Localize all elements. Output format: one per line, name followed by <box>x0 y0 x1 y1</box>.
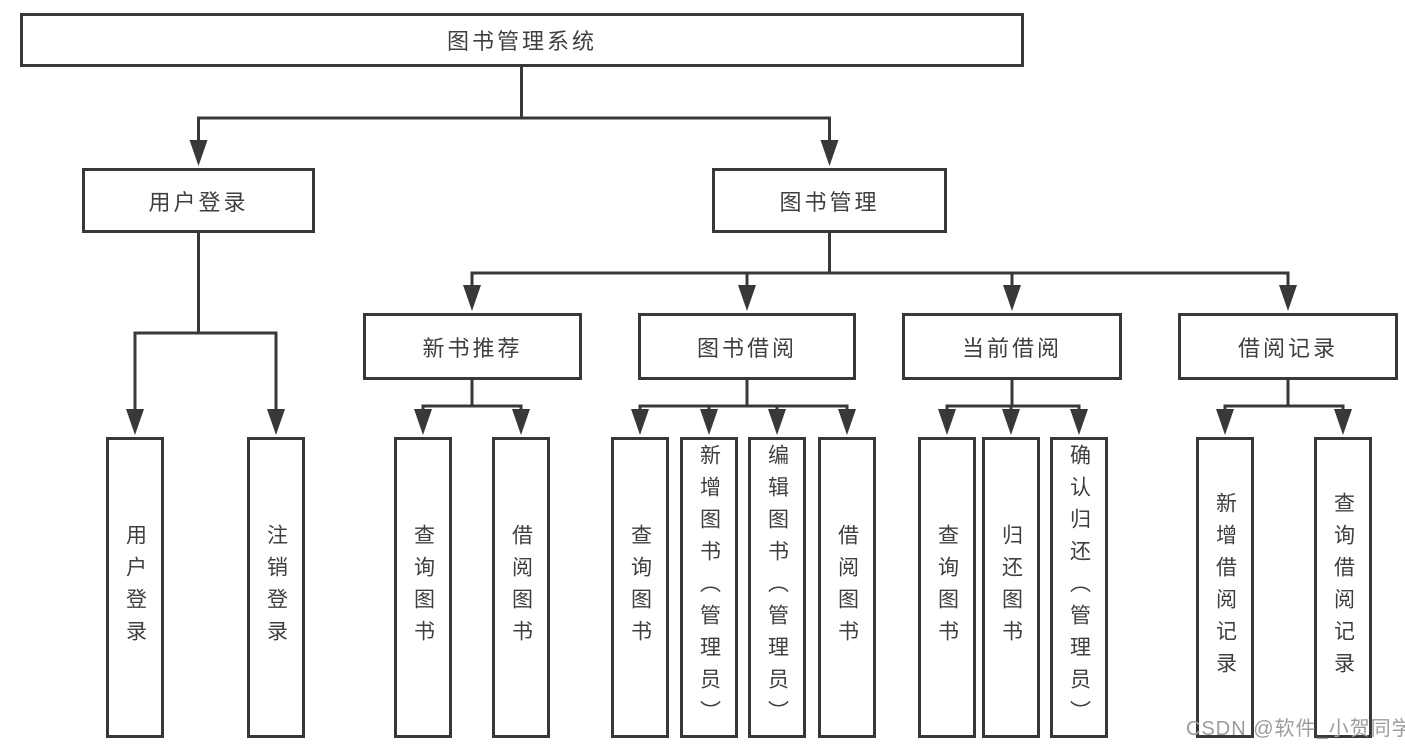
leaf-label: 查询图书 <box>628 523 652 652</box>
leaf-query-books-2: 查询图书 <box>611 437 669 738</box>
leaf-borrow-books-2: 借阅图书 <box>818 437 876 738</box>
node-user-login: 用户登录 <box>82 168 315 233</box>
leaf-label: 借阅图书 <box>835 523 859 652</box>
leaf-query-books-1: 查询图书 <box>394 437 452 738</box>
leaf-label: 确认归还（管理员） <box>1067 443 1091 732</box>
csdn-watermark: CSDN @软件_小贺同学 <box>1186 718 1405 740</box>
leaf-borrow-books-1: 借阅图书 <box>492 437 550 738</box>
leaf-query-books-3: 查询图书 <box>918 437 976 738</box>
leaf-label: 用户登录 <box>123 523 147 652</box>
node-book-management: 图书管理 <box>712 168 947 233</box>
leaf-label: 归还图书 <box>999 523 1023 652</box>
leaf-label: 查询图书 <box>411 523 435 652</box>
node-system-root: 图书管理系统 <box>20 13 1024 67</box>
node-borrow-records: 借阅记录 <box>1178 313 1398 380</box>
leaf-label: 新增图书（管理员） <box>697 443 721 732</box>
leaf-return-book: 归还图书 <box>982 437 1040 738</box>
leaf-label: 新增借阅记录 <box>1213 491 1237 684</box>
leaf-label: 注销登录 <box>264 523 288 652</box>
leaf-query-borrow-record: 查询借阅记录 <box>1314 437 1372 738</box>
node-new-book-recommend: 新书推荐 <box>363 313 582 380</box>
leaf-user-login: 用户登录 <box>106 437 164 738</box>
leaf-logout: 注销登录 <box>247 437 305 738</box>
leaf-label: 查询图书 <box>935 523 959 652</box>
leaf-confirm-return-admin: 确认归还（管理员） <box>1050 437 1108 738</box>
node-current-borrow: 当前借阅 <box>902 313 1122 380</box>
leaf-label: 查询借阅记录 <box>1331 491 1355 684</box>
leaf-add-book-admin: 新增图书（管理员） <box>680 437 738 738</box>
leaf-label: 借阅图书 <box>509 523 533 652</box>
node-book-borrow: 图书借阅 <box>638 313 856 380</box>
leaf-add-borrow-record: 新增借阅记录 <box>1196 437 1254 738</box>
leaf-label: 编辑图书（管理员） <box>765 443 789 732</box>
leaf-edit-book-admin: 编辑图书（管理员） <box>748 437 806 738</box>
